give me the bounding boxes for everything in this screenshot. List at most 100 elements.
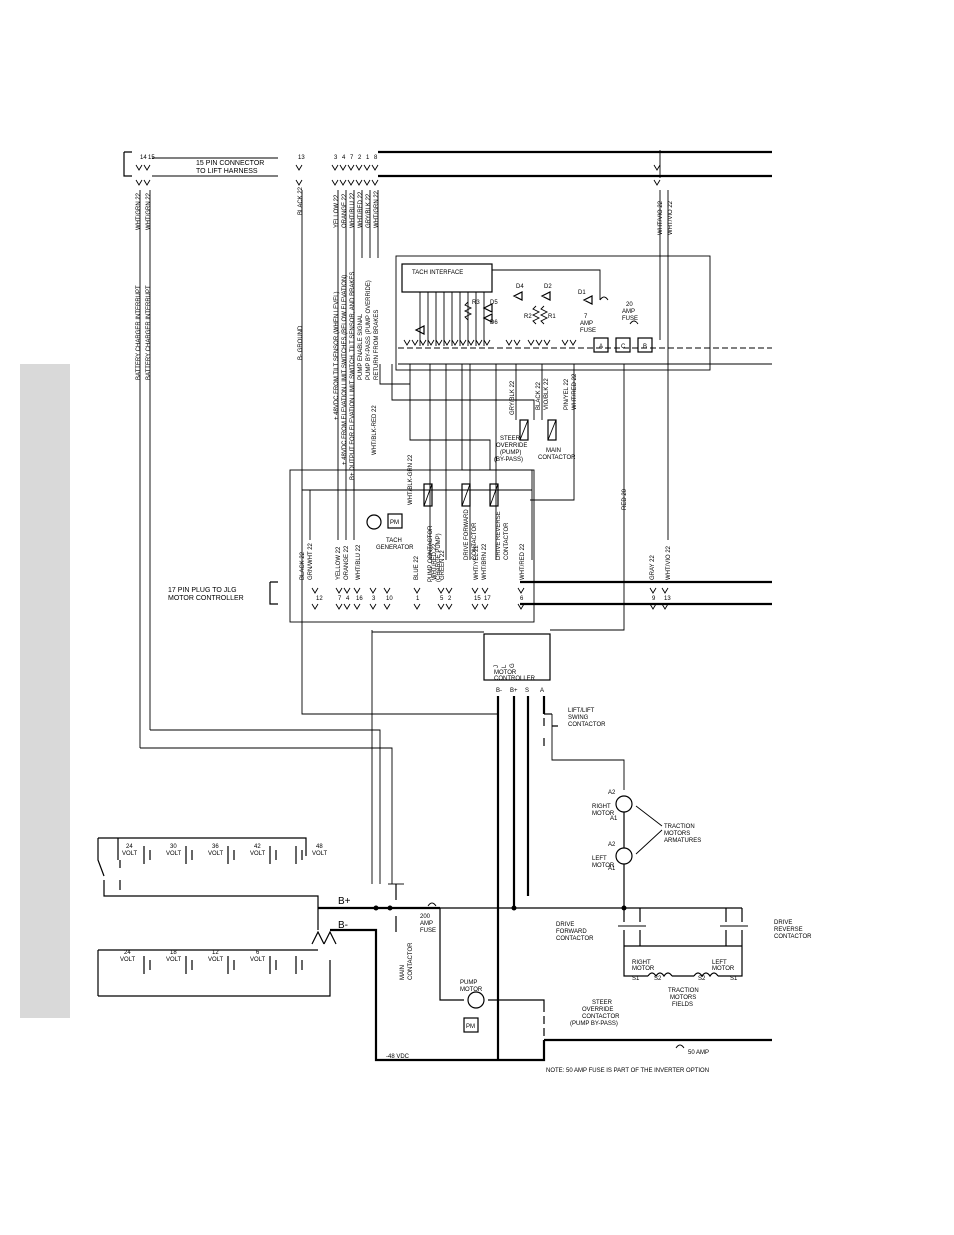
drive-contactors: DRIVE FORWARD CONTACTOR DRIVE REVERSE CO… [376,907,812,1008]
battery-top-42: 42 [254,844,261,850]
drive-forward-2: CONTACTOR [472,522,478,560]
plug-color-grn-wht: GRN/WHT 22 [308,542,314,580]
color-orange: ORANGE 22 [342,193,348,228]
color-wht-red: WHT/RED 22 [358,191,364,228]
traction-fields-1: TRACTION [668,988,699,994]
field-right-motor-1: RIGHT [632,960,651,966]
drive-forward-coil [461,483,471,507]
plug-pin-15: 15 [474,596,481,602]
color-gry-blk: GRY/BLK 22 [366,193,372,228]
controller-term-bminus: B- [496,688,502,694]
plug-color-orange: ORANGE 22 [344,545,350,580]
left-motor-2: MOTOR [592,863,615,869]
field-left-motor-1: LEFT [712,960,727,966]
fuse-terminal-b-label: B [643,344,647,350]
battery-top-30-volt: VOLT [166,851,182,857]
color-vio-blk: VIO/BLK 22 [544,378,550,410]
plug-pin-12: 12 [316,596,323,602]
steer-override-top-1: STEER [500,436,521,442]
wire-label-charger-2: BATTERY CHARGER INTERRUPT [146,285,152,380]
battery-bottom-6: 6 [256,950,260,956]
steer-override-top: STEER OVERRIDE (PUMP) (BY-PASS) [494,419,529,463]
pump-motor-1: PUMP [460,980,477,986]
jlg-plug-label-2: MOTOR CONTROLLER [168,595,244,602]
battery-bank-bottom: 24 VOLT 18 VOLT 12 VOLT 6 VOLT [97,949,331,997]
arm-term-a2-1: A2 [608,790,616,796]
left-motor-1: LEFT [592,856,607,862]
main-contactor-top: MAIN CONTACTOR [538,419,576,461]
steer-override-main-1: STEER [592,1000,613,1006]
pin-3: 3 [334,155,338,161]
battery-cells-top [143,846,303,864]
pump-motor-symbol [467,991,485,1009]
plug-pin-17: 17 [484,596,491,602]
fuse200-line2: AMP [420,921,433,927]
diode-d2: D2 [544,284,552,290]
harness-wire-labels: BATTERY CHARGER INTERRUPT BATTERY CHARGE… [136,186,674,505]
color-wht-blu: WHT/BLU 22 [350,192,356,228]
main-contactor-2: CONTACTOR [408,942,414,980]
arm-term-a1-1: A1 [610,816,618,822]
jlg-plug-label-1: 17 PIN PLUG TO JLG [168,587,237,594]
arm-term-a1-2: A1 [608,866,616,872]
fuse7-line1: 7 [584,314,588,320]
main-contactor: MAIN CONTACTOR 200 AMP FUSE [388,883,437,980]
plug-pin-10: 10 [386,596,393,602]
inverter-note: NOTE: 50 AMP FUSE IS PART OF THE INVERTE… [546,1068,709,1074]
field-term-s1-2: S1 [730,976,738,982]
battery-bottom-6-volt: VOLT [250,957,266,963]
field-right-motor-2: MOTOR [632,966,655,972]
color-black-2: BLACK 22 [536,381,542,410]
field-term-s2-1: S2 [654,976,662,982]
controller-term-a: A [540,688,544,694]
battery-bank-top: 24 VOLT 30 VOLT 36 VOLT 42 VOLT 48 VOLT [97,837,328,930]
resistor-r2: R2 [524,314,532,320]
tach-interface-board: TACH INTERFACE D4 D2 D1 D5 D6 R3 R2 R1 7… [395,255,772,371]
jlg-plug-connector: 17 PIN PLUG TO JLG MOTOR CONTROLLER 12 7… [168,580,772,610]
pump-motor: PUMP MOTOR PM STEER OVERRIDE CONTACTOR (… [439,908,620,1036]
power-wiring: LIFT/LIFT SWING CONTACTOR [140,364,625,1060]
battery-top-42-volt: VOLT [250,851,266,857]
color-wht-grn-3: WHT/GRN 22 [374,190,380,228]
field-left-motor-2: MOTOR [712,966,735,972]
drive-forward-main-3: CONTACTOR [556,936,594,942]
b-plus-label: B+ [338,896,351,907]
traction-armatures-2: MOTORS [664,831,690,837]
color-wht-blk-grn: WHT/BLK-GRN 22 [408,454,414,505]
drive-reverse-2: CONTACTOR [504,522,510,560]
color-wht-vio-1: WHT/VIO 22 [658,200,664,235]
fuse-terminal-b [637,337,653,353]
right-motor-armature [615,795,633,813]
color-wht-vio-2: WHT/VIO 22 [668,200,674,235]
diode-d4: D4 [516,284,524,290]
traction-fields-3: FIELDS [672,1002,693,1008]
color-wht-grn-1: WHT/GRN 22 [136,192,142,230]
steer-override-main-3: CONTACTOR [582,1014,620,1020]
plug-pin-13: 13 [664,596,671,602]
diode-d6: D6 [490,320,498,326]
wire-label-elevation: + 48VDC FROM ELEVATION LIMIT SWITCHES (B… [342,275,348,465]
plug-color-blue: BLUE 22 [414,555,420,580]
traction-armatures-3: ARMATURES [664,838,701,844]
fuse50-label: 50 AMP [688,1050,709,1056]
plug-color-red: RED 20 [622,488,628,510]
controller-term-s: S [525,688,529,694]
fuse-terminal-a-label: A [599,344,603,350]
plug-color-green: GREEN 22 [440,550,446,580]
fuse20-line3: FUSE [622,316,638,322]
plug-color-black: BLACK 22 [300,551,306,580]
pin-7: 7 [350,155,354,161]
plug-pin-2: 2 [448,596,452,602]
plug-pin-3: 3 [372,596,376,602]
color-wht-blk-red: WHT/BLK-RED 22 [372,405,378,455]
resistor-r1: R1 [548,314,556,320]
drive-reverse-coil [489,483,499,507]
drive-reverse-1: DRIVE REVERSE [496,511,502,560]
fuse-terminal-c [615,337,631,353]
lift-harness-connector: 15 PIN CONNECTOR TO LIFT HARNESS 14 15 1… [123,150,772,186]
pump-contactor-2: (CHARGE PUMP) [436,533,442,582]
drive-forward-1: DRIVE FORWARD [464,509,470,560]
left-motor-armature [615,847,633,865]
main-contactor-top-2: CONTACTOR [538,455,576,461]
